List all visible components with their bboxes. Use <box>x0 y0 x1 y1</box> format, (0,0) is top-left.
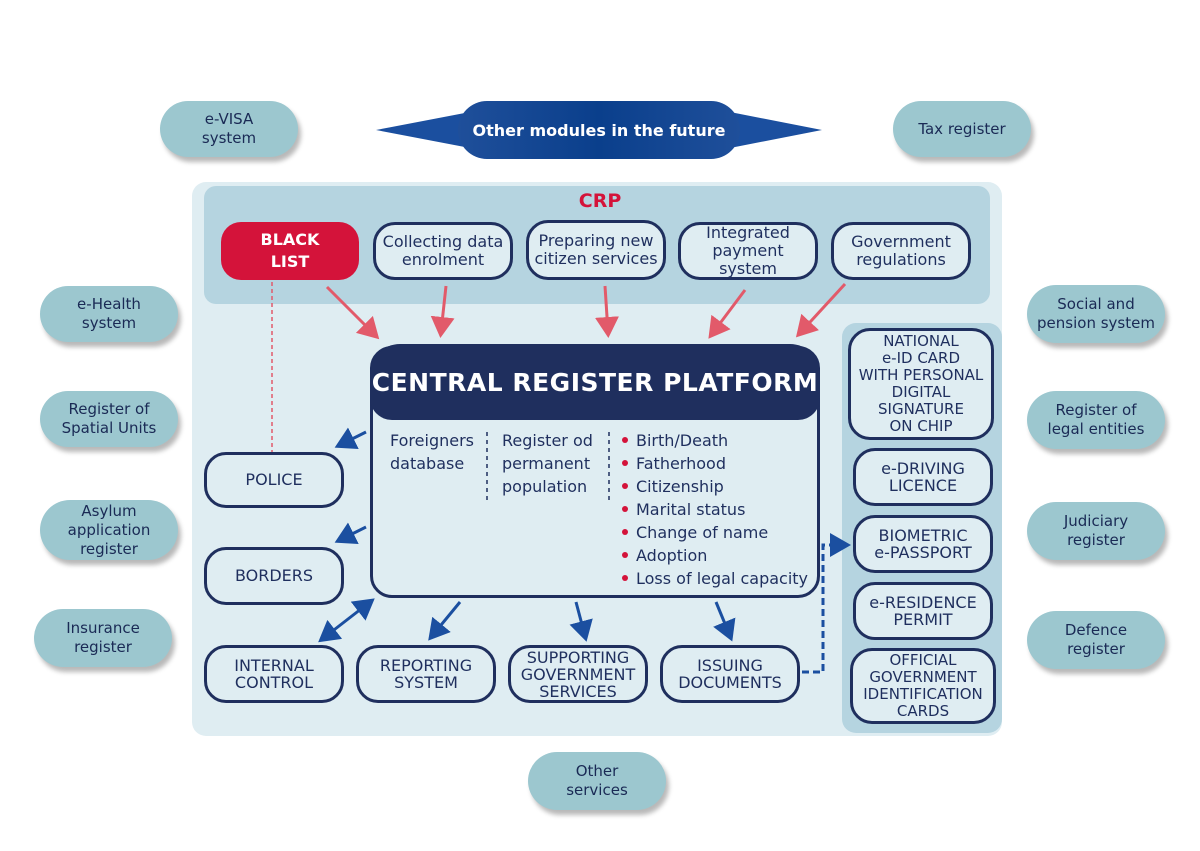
arrow-borders <box>334 522 367 545</box>
arrow-internal-control <box>318 598 375 643</box>
arrow-payment <box>708 289 747 339</box>
supporting-services-box: SUPPORTING GOVERNMENT SERVICES <box>508 645 648 703</box>
reporting-system-box: REPORTING SYSTEM <box>356 645 496 703</box>
doc-biometric-passport: BIOMETRIC e-PASSPORT <box>853 515 993 573</box>
permanent-population-register: Register od permanent population <box>502 431 593 496</box>
ext-ehealth: e-Health system <box>40 286 178 342</box>
issuing-passport-link <box>802 533 851 674</box>
ext-judiciary: Judiciary register <box>1027 502 1165 560</box>
doc-national-eid: NATIONAL e-ID CARD WITH PERSONAL DIGITAL… <box>848 328 994 440</box>
arrow-supporting <box>569 601 593 642</box>
civil-events-list: Birth/Death Fatherhood Citizenship Marit… <box>622 429 822 590</box>
arrow-police <box>334 427 367 450</box>
module-government-regulations: Government regulations <box>831 222 971 280</box>
black-list: BLACK LIST <box>221 222 359 280</box>
ext-social-pension: Social and pension system <box>1027 285 1165 343</box>
doc-residence-permit: e-RESIDENCE PERMIT <box>853 582 993 640</box>
crp-title: CRP <box>578 190 622 212</box>
internal-control-box: INTERNAL CONTROL <box>204 645 344 703</box>
banner-left-point <box>376 112 470 148</box>
module-payment-system: Integrated payment system <box>678 222 818 280</box>
arrow-regulations <box>795 282 847 338</box>
list-item: Birth/Death <box>622 429 822 452</box>
arrow-blacklist <box>325 285 380 340</box>
arrow-preparing <box>595 285 619 338</box>
central-register-title: CENTRAL REGISTER PLATFORM <box>370 344 820 420</box>
police-box: POLICE <box>204 452 344 508</box>
ext-asylum: Asylum application register <box>40 500 178 560</box>
arrow-issuing <box>713 601 736 642</box>
ext-spatial-units: Register of Spatial Units <box>40 391 178 447</box>
ext-defence: Defence register <box>1027 611 1165 669</box>
list-item: Change of name <box>622 521 822 544</box>
issuing-documents-box: ISSUING DOCUMENTS <box>660 645 800 703</box>
list-item: Citizenship <box>622 475 822 498</box>
ext-evisa: e-VISA system <box>160 101 298 157</box>
foreigners-database: Foreigners database <box>390 431 474 473</box>
ext-tax-register: Tax register <box>893 101 1031 157</box>
ext-insurance: Insurance register <box>34 609 172 667</box>
ext-legal-entities: Register of legal entities <box>1027 391 1165 449</box>
module-collecting-data: Collecting data enrolment <box>373 222 513 280</box>
banner-pill <box>458 101 740 159</box>
list-item: Loss of legal capacity <box>622 567 822 590</box>
banner-right-point <box>730 112 822 148</box>
list-item: Adoption <box>622 544 822 567</box>
arrow-collecting <box>430 285 455 338</box>
banner-label: Other modules in the future <box>472 120 726 140</box>
module-preparing-services: Preparing new citizen services <box>526 220 666 280</box>
borders-box: BORDERS <box>204 547 344 605</box>
list-item: Marital status <box>622 498 822 521</box>
doc-driving-licence: e-DRIVING LICENCE <box>853 448 993 506</box>
ext-other-services: Other services <box>528 752 666 810</box>
arrow-reporting <box>428 601 462 641</box>
doc-government-id-cards: OFFICIAL GOVERNMENT IDENTIFICATION CARDS <box>850 648 996 724</box>
list-item: Fatherhood <box>622 452 822 475</box>
